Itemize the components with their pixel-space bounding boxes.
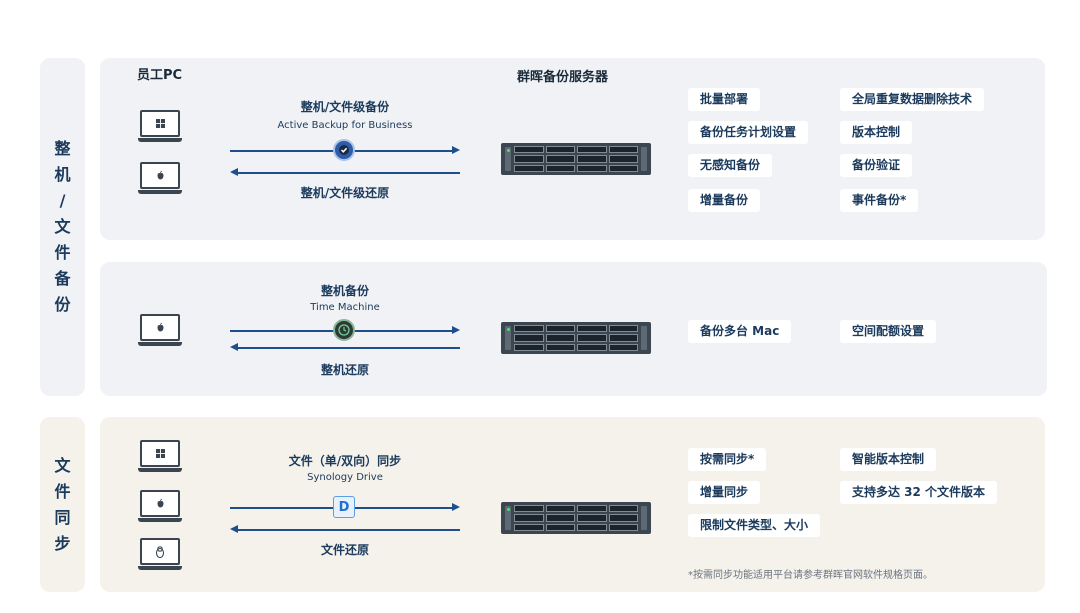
mac-laptop xyxy=(138,314,182,348)
feature-tag: 限制文件类型、大小 xyxy=(688,514,821,537)
feature-tag: 按需同步* xyxy=(688,448,767,471)
nas-server xyxy=(501,502,651,534)
mac-laptop xyxy=(138,490,182,524)
restore-arrow-line xyxy=(238,347,460,349)
backup-arrow-head xyxy=(452,146,460,154)
sync-product: Synology Drive xyxy=(307,472,383,483)
backup-product: Active Backup for Business xyxy=(277,120,413,131)
sync-title: 文件（单/双向）同步 xyxy=(288,454,402,468)
section-label-char: 文 xyxy=(54,217,71,236)
time-machine-product: Time Machine xyxy=(310,302,380,313)
feature-tag: 批量部署 xyxy=(688,88,761,111)
server-header: 群晖备份服务器 xyxy=(517,70,609,85)
restore-title: 整机/文件级还原 xyxy=(300,186,390,200)
mac-laptop xyxy=(138,162,182,196)
feature-tag: 空间配额设置 xyxy=(840,320,937,343)
feature-tag: 增量同步 xyxy=(688,481,761,504)
windows-icon xyxy=(155,119,165,128)
apple-icon xyxy=(157,171,163,180)
sync-arrow-head xyxy=(452,503,460,511)
section-label-char: 步 xyxy=(54,533,71,553)
section-label-char: 件 xyxy=(54,243,71,262)
feature-tag: 增量备份 xyxy=(688,189,761,212)
section-label-char: / xyxy=(59,191,66,210)
backup-arrow-head xyxy=(452,326,460,334)
section-label-sync: 文 件 同 步 xyxy=(40,417,85,592)
sync-restore: 文件还原 xyxy=(320,543,369,557)
feature-tag: 备份任务计划设置 xyxy=(688,121,809,144)
restore-arrow-head xyxy=(230,168,238,176)
active-backup-icon xyxy=(333,139,355,161)
time-machine-title: 整机备份 xyxy=(320,284,369,298)
synology-drive-icon: D xyxy=(333,496,355,518)
feature-tag: 支持多达 32 个文件版本 xyxy=(840,481,998,504)
apple-icon xyxy=(157,499,163,508)
linux-laptop xyxy=(138,538,182,572)
feature-tag: 智能版本控制 xyxy=(840,448,937,471)
section-label-char: 同 xyxy=(54,507,71,527)
feature-tag: 事件备份* xyxy=(840,189,919,212)
restore-arrow-line xyxy=(238,529,460,531)
windows-icon xyxy=(155,449,165,458)
employee-pc-header: 员工PC xyxy=(137,68,183,83)
windows-laptop xyxy=(138,440,182,474)
section-label-backup: 整 机 / 文 件 备 份 xyxy=(40,58,85,396)
time-machine-icon xyxy=(333,319,355,341)
feature-tag: 备份验证 xyxy=(840,154,913,177)
restore-arrow-head xyxy=(230,525,238,533)
feature-tag: 全局重复数据删除技术 xyxy=(840,88,985,111)
section-label-char: 件 xyxy=(54,481,71,501)
section-label-char: 文 xyxy=(54,455,71,475)
restore-arrow-head xyxy=(230,343,238,351)
feature-tag: 备份多台 Mac xyxy=(688,320,792,343)
nas-server xyxy=(501,322,651,354)
time-machine-restore: 整机还原 xyxy=(320,363,369,377)
section-label-char: 机 xyxy=(54,165,71,184)
windows-laptop xyxy=(138,110,182,144)
linux-icon xyxy=(155,545,165,558)
feature-tag: 版本控制 xyxy=(840,121,913,144)
restore-arrow-line xyxy=(238,172,460,174)
section-label-char: 备 xyxy=(54,269,71,288)
nas-server xyxy=(501,143,651,175)
section-label-char: 份 xyxy=(54,295,71,314)
section-label-char: 整 xyxy=(54,139,71,158)
apple-icon xyxy=(157,323,163,332)
feature-tag: 无感知备份 xyxy=(688,154,773,177)
footnote: *按需同步功能适用平台请参考群晖官网软件规格页面。 xyxy=(688,570,933,581)
backup-title: 整机/文件级备份 xyxy=(300,100,390,114)
